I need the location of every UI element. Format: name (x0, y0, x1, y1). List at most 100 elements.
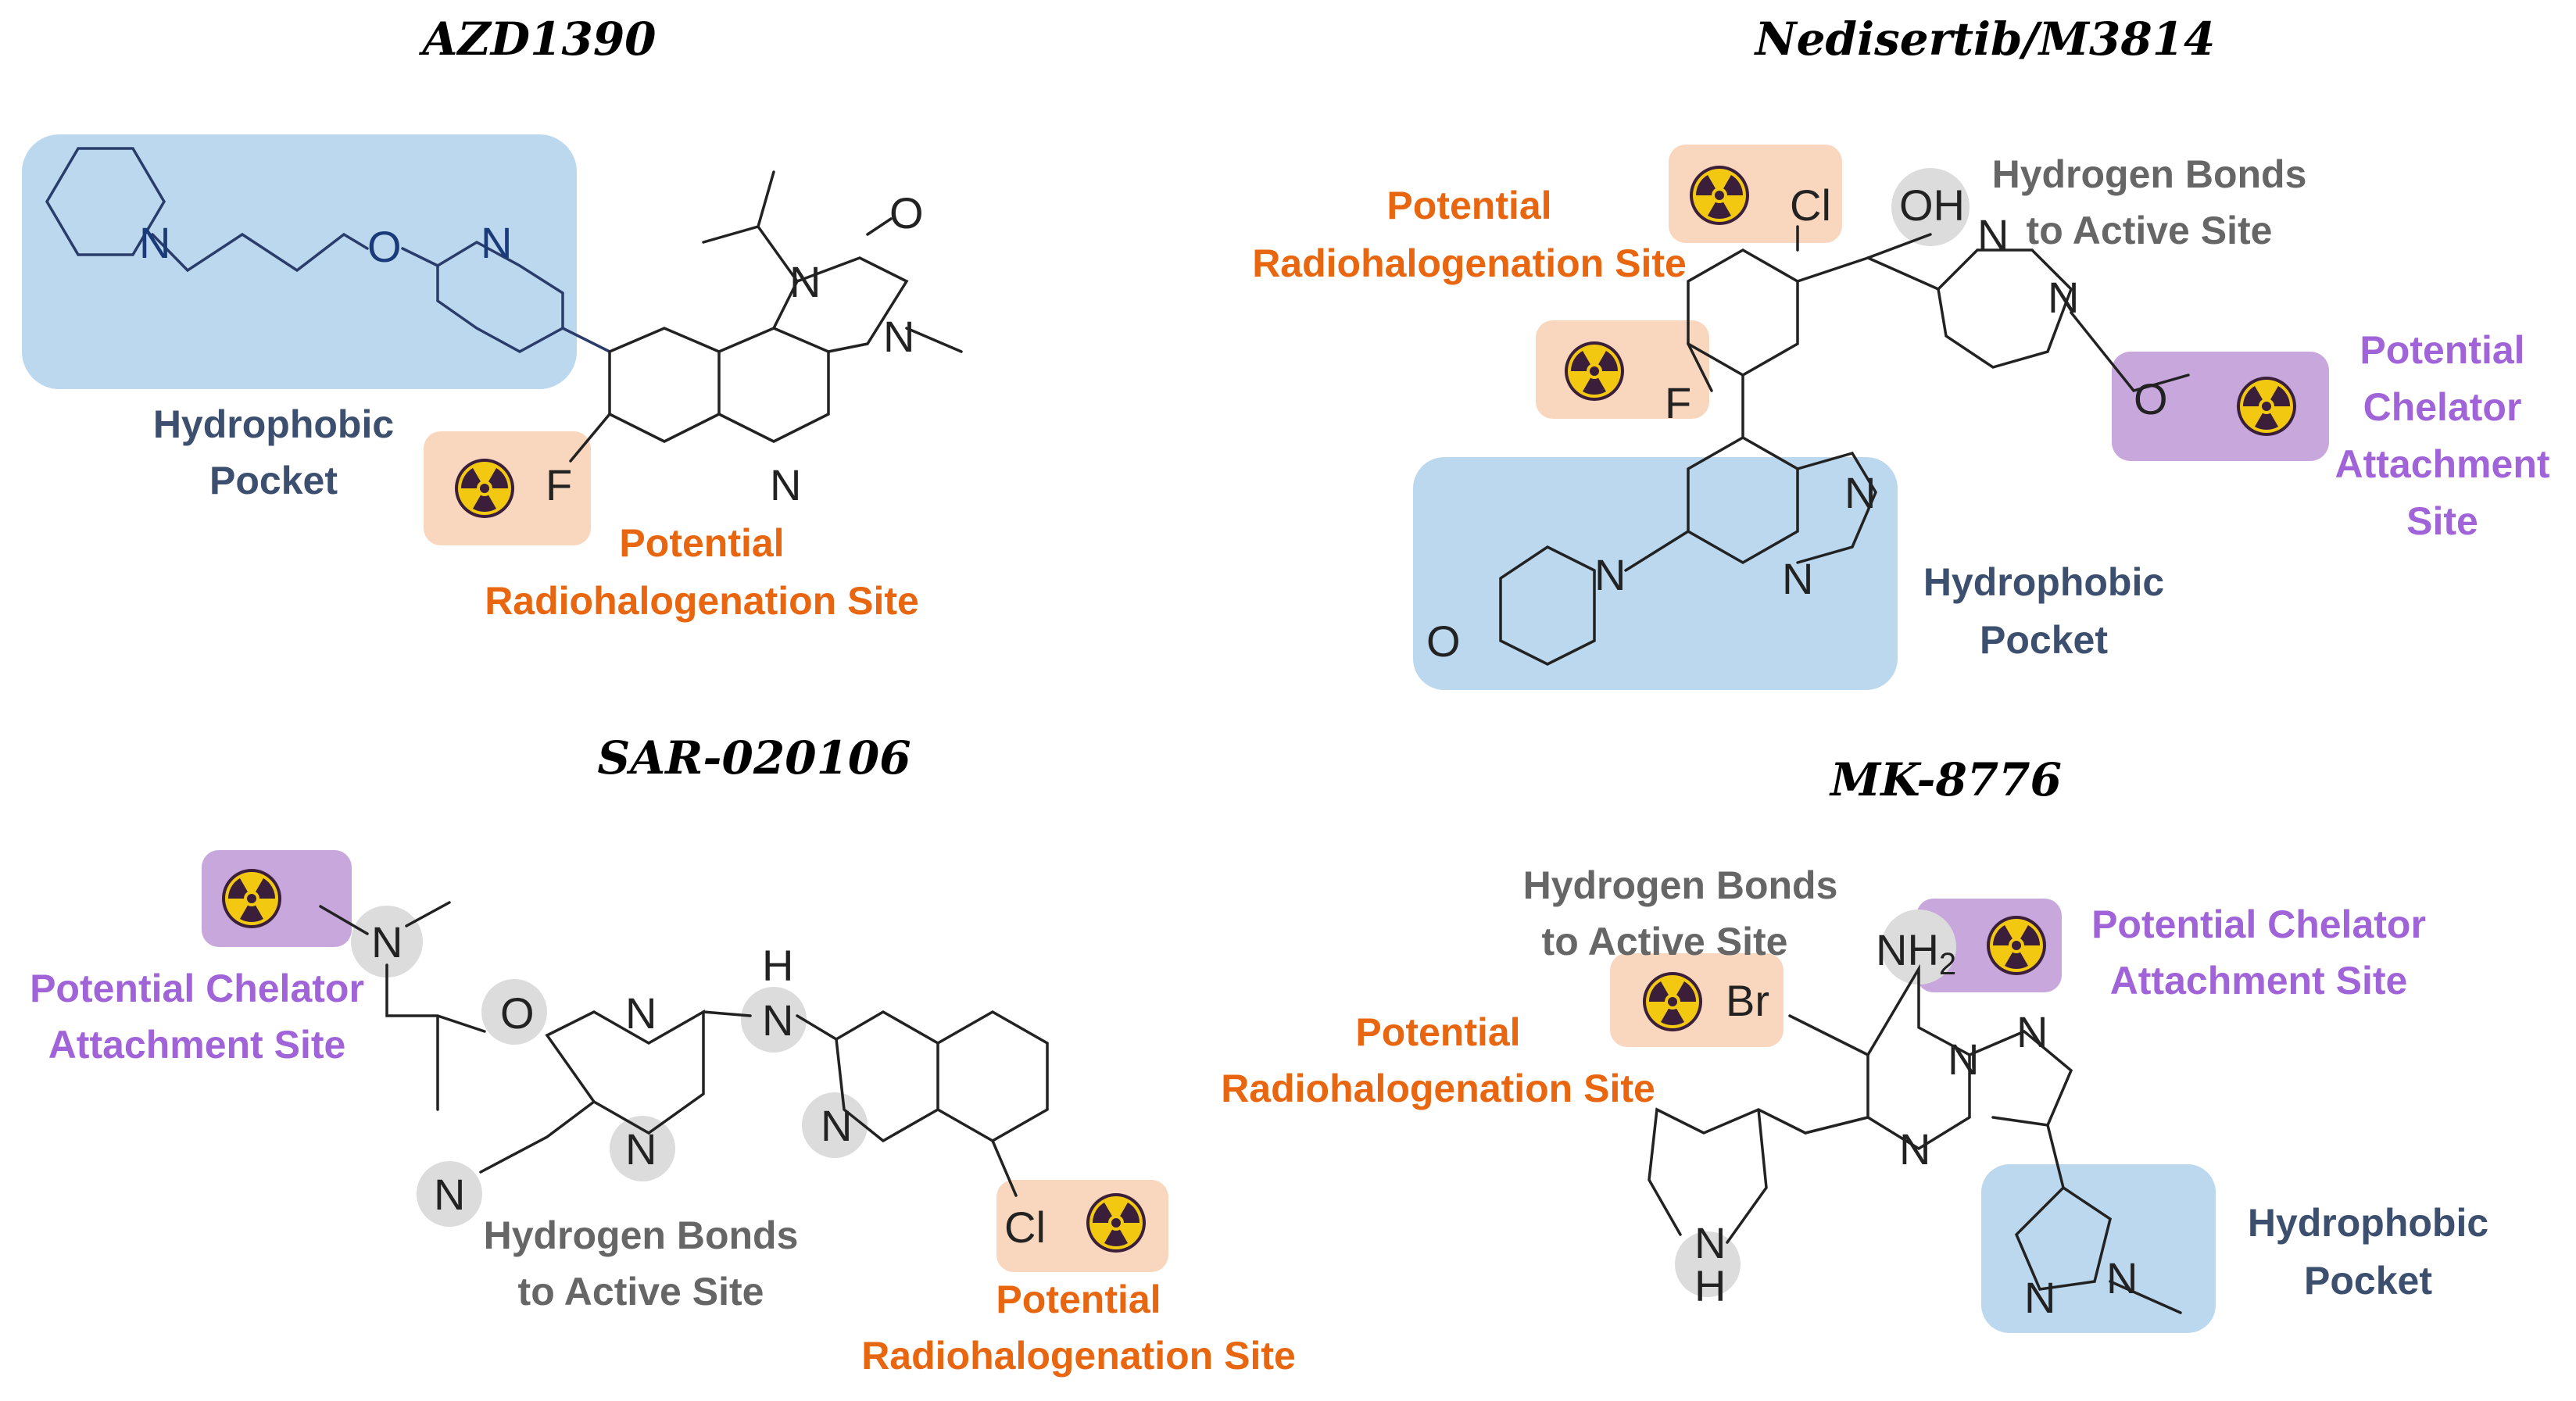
atom-n: N (2016, 1007, 2048, 1056)
atom-n: N (2024, 1273, 2055, 1322)
compound-mk-8776: MK-8776 NH2 Br N N N N H N N Hydrogen Bo… (1221, 753, 2488, 1333)
radiation-icon (1690, 166, 1749, 225)
hbond-circle (351, 906, 423, 977)
atom-n: N (625, 1124, 657, 1174)
atom-n: N (1899, 1124, 1930, 1174)
radiation-icon (1643, 972, 1702, 1031)
dimethylamino-chain (319, 901, 486, 1111)
quinoline-pyridine-ring (717, 327, 830, 443)
atom-n: N (789, 257, 821, 306)
methylpyrazole-ring (2014, 1185, 2112, 1291)
radiohalogenation-label: Potential (996, 1278, 1161, 1321)
piperidine-ring (1648, 1107, 1807, 1244)
compound-title: MK-8776 (1829, 753, 2062, 806)
chelator-label: Site (2406, 499, 2478, 543)
hbond-circle (1675, 1231, 1741, 1297)
radiation-icon (1086, 1193, 1146, 1253)
hbond-label: Hydrogen Bonds (484, 1213, 799, 1257)
pyrimidine-ring (1866, 963, 1971, 1151)
atom-o: O (367, 222, 402, 271)
compound-sar-020106: SAR-020106 N O N N H N N N Cl Potential … (30, 731, 1296, 1378)
compound-azd1390: AZD1390 N O N O N N N F Hydrophobic Pock… (22, 13, 963, 623)
atom-cl: Cl (1790, 180, 1831, 230)
radiohalogenation-label: Radiohalogenation Site (1221, 1067, 1655, 1110)
atom-n: N (481, 218, 512, 267)
atom-n: N (1948, 1035, 1979, 1084)
hbond-circle (802, 1092, 868, 1158)
atom-o: O (889, 188, 924, 238)
atom-n: N (434, 1170, 465, 1219)
chelator-label: Attachment Site (2110, 959, 2408, 1003)
radiohalogenation-label: Potential (1355, 1010, 1520, 1054)
atom-n: N (139, 218, 170, 267)
atom-oh: OH (1899, 180, 1965, 230)
hbond-label: Hydrogen Bonds (1992, 152, 2307, 196)
compound-nedisertib: Nedisertib/M3814 Cl OH F N N O N N N O P… (1252, 13, 2550, 690)
hbond-circle (1881, 910, 1956, 985)
hydrophobic-label: Pocket (209, 459, 338, 502)
compound-title: Nedisertib/M3814 (1754, 13, 2216, 66)
atom-f: F (1665, 378, 1691, 427)
chelator-label: Potential Chelator (2091, 902, 2426, 946)
chelator-label: Potential (2360, 328, 2524, 372)
hbond-circle (481, 979, 547, 1045)
pyrazine-ring (545, 1009, 705, 1135)
hydrophobic-label: Hydrophobic (2248, 1201, 2488, 1245)
nitrile (479, 1100, 596, 1174)
hbond-circle (741, 987, 807, 1053)
radiohalogenation-label: Potential (1386, 184, 1551, 227)
isopropyl (702, 170, 799, 283)
hbond-circle (417, 1161, 482, 1227)
atom-o: O (2134, 374, 2168, 424)
quinazoline-pyrimidine-ring (1796, 451, 1877, 564)
radiation-icon (1565, 341, 1624, 401)
chelator-label: Chelator (2363, 385, 2522, 429)
isoquinoline-benzo-ring (936, 1010, 1049, 1143)
hydrophobic-label: Pocket (1980, 618, 2108, 662)
imidazolone-ring (772, 256, 909, 353)
atom-n: N (1694, 1218, 1726, 1267)
radiohalogenation-label: Radiohalogenation Site (485, 579, 919, 623)
atom-o: O (1426, 617, 1461, 666)
hydrophobic-label: Hydrophobic (1923, 560, 2164, 604)
radiohalogenation-label: Potential (619, 521, 784, 565)
hydrophobic-label: Pocket (2304, 1259, 2432, 1303)
hydrophobic-label: Hydrophobic (153, 402, 394, 446)
atom-o: O (500, 988, 535, 1038)
atom-n: N (821, 1101, 852, 1150)
atom-n: N (2048, 273, 2079, 322)
atom-f: F (546, 460, 572, 509)
atom-n: N (625, 988, 657, 1038)
hbond-circle (610, 1116, 675, 1181)
radiation-icon (1987, 916, 2046, 975)
hydrophobic-pocket-box (1981, 1164, 2216, 1333)
atom-n: N (762, 995, 793, 1045)
atom-cl: Cl (1004, 1203, 1046, 1252)
hbond-label: to Active Site (2027, 209, 2273, 252)
hbond-label: to Active Site (518, 1270, 764, 1313)
isoquinoline-pyridine-ring (796, 1010, 939, 1143)
atom-h: H (762, 941, 793, 990)
hbond-circle (1891, 168, 1970, 246)
chelator-label: Attachment (2334, 442, 2549, 486)
pyrazole-fused-ring (1968, 1029, 2073, 1127)
piperidine-ring (45, 147, 166, 256)
atom-br: Br (1726, 976, 1769, 1025)
atom-n: N (1844, 468, 1876, 517)
radiation-icon (222, 869, 281, 928)
chelator-label: Potential Chelator (30, 967, 364, 1010)
hydrophobic-pocket-box (1413, 457, 1898, 690)
atom-n: N (1594, 550, 1626, 599)
atom-n: N (371, 917, 402, 967)
radiation-icon (2237, 377, 2296, 436)
atom-h: H (1694, 1261, 1726, 1310)
atom-nh: NH2 (1876, 925, 1956, 981)
radiohalogenation-label: Radiohalogenation Site (1252, 241, 1687, 285)
chelator-label: Attachment Site (48, 1023, 346, 1067)
compound-title: SAR-020106 (597, 731, 911, 784)
atom-n: N (1782, 554, 1813, 603)
hbond-label: Hydrogen Bonds (1523, 863, 1838, 907)
atom-n: N (1977, 210, 2009, 259)
